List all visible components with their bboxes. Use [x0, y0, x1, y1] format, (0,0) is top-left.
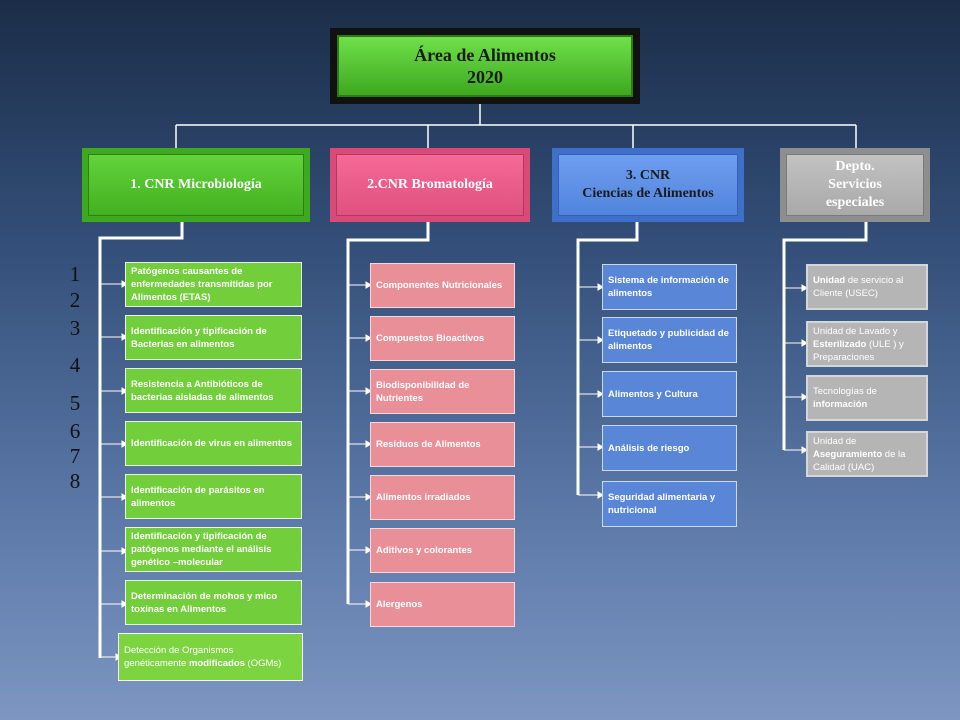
item-label: Compuestos Bioactivos: [376, 333, 485, 344]
item-label: Identificación y tipificación de Bacteri…: [131, 325, 267, 350]
head-label: Ciencias de Alimentos: [582, 186, 714, 201]
item-label-bold: información: [813, 399, 868, 410]
item-label: (OGMs): [244, 658, 282, 669]
root-title: Área de Alimentos: [414, 45, 556, 65]
item-label: Aditivos y colorantes: [376, 545, 473, 556]
list-item-servicios: Tecnologías de información: [806, 375, 928, 421]
row-number: 7: [69, 444, 81, 468]
item-label: Tecnologías de: [813, 386, 877, 397]
head-ciencias-alimentos: 3. CNR Ciencias de Alimentos: [552, 148, 744, 222]
head-microbiologia: 1. CNR Microbiología: [82, 148, 310, 222]
item-label: Seguridad alimentaria y nutricional: [608, 492, 716, 516]
root-year: 2020: [467, 67, 503, 87]
item-label: Alergenos: [376, 599, 423, 610]
item-label: Determinación de mohos y mico toxinas en…: [131, 590, 278, 615]
head-label: 1. CNR Microbiología: [130, 177, 262, 192]
list-item-microbiologia: Determinación de mohos y mico toxinas en…: [125, 580, 302, 625]
row-number: 2: [69, 288, 81, 312]
item-label: Biodisponibilidad de Nutrientes: [376, 379, 470, 404]
head-label: especiales: [825, 195, 885, 210]
head-label: 3. CNR: [625, 168, 671, 183]
list-item-microbiologia: Identificación de parásitos en alimentos: [125, 474, 302, 519]
list-item-servicios: Unidad de Lavado y Esterilizado (ULE ) y…: [806, 321, 928, 367]
list-item-ciencias: Análisis de riesgo: [602, 425, 737, 471]
root-node-area-alimentos: Área de Alimentos 2020: [330, 28, 640, 104]
list-item-bromatologia: Residuos de Alimentos: [370, 422, 515, 467]
item-label: Unidad de Lavado y: [813, 325, 898, 337]
item-label: Etiquetado y publicidad de alimentos: [608, 328, 729, 352]
head-label: Depto.: [835, 159, 875, 174]
head-servicios-especiales: Depto. Servicios especiales: [780, 148, 930, 222]
list-item-ciencias: Alimentos y Cultura: [602, 371, 737, 417]
list-item-microbiologia: Identificación y tipificación de patógen…: [125, 527, 302, 572]
item-label: Análisis de riesgo: [608, 442, 690, 454]
item-label: Componentes Nutricionales: [376, 280, 503, 291]
item-label: de la Calidad (UAC): [813, 448, 906, 473]
list-item-bromatologia: Alergenos: [370, 582, 515, 627]
head-bromatologia: 2.CNR Bromatología: [330, 148, 530, 222]
item-label: Identificación de virus en alimentos: [131, 438, 293, 449]
item-label: Residuos de Alimentos: [376, 439, 481, 450]
item-label-bold: Esterilizado: [813, 338, 867, 350]
item-label-bold: Unidad: [813, 275, 846, 286]
list-item-microbiologia: Identificación y tipificación de Bacteri…: [125, 315, 302, 360]
row-number: 3: [69, 316, 81, 340]
list-item-bromatologia: Alimentos irradiados: [370, 475, 515, 520]
row-number: 6: [69, 419, 81, 443]
list-item-bromatologia: Componentes Nutricionales: [370, 263, 515, 308]
list-item-microbiologia: Resistencia a Antibióticos de bacterias …: [125, 368, 302, 413]
list-item-ciencias: Sistema de información de alimentos: [602, 264, 737, 310]
row-number: 5: [69, 391, 81, 415]
item-label: Identificación y tipificación de patógen…: [131, 531, 272, 568]
list-item-ciencias: Etiquetado y publicidad de alimentos: [602, 317, 737, 363]
item-label: Alimentos y Cultura: [608, 388, 698, 400]
list-item-microbiologia: Detección de Organismos genéticamente mo…: [118, 633, 303, 681]
item-label: Resistencia a Antibióticos de bacterias …: [131, 378, 274, 403]
list-item-ciencias: Seguridad alimentaria y nutricional: [602, 481, 737, 527]
head-label: Servicios: [828, 177, 882, 192]
item-label: Unidad de: [813, 435, 857, 447]
item-label: Alimentos irradiados: [376, 492, 471, 503]
item-label: de servicio al Cliente (USEC): [813, 275, 904, 299]
list-item-servicios: Unidad de servicio al Cliente (USEC): [806, 264, 928, 310]
list-item-bromatologia: Aditivos y colorantes: [370, 528, 515, 573]
item-label: Patógenos causantes de enfermedades tran…: [131, 266, 273, 303]
row-number: 4: [69, 353, 81, 377]
list-item-microbiologia: Identificación de virus en alimentos: [125, 421, 302, 466]
item-label: (ULE ) y Preparaciones: [813, 338, 904, 363]
head-label: 2.CNR Bromatología: [367, 177, 493, 192]
item-label: Identificación de parásitos en alimentos: [131, 484, 265, 509]
row-number: 8: [69, 469, 81, 493]
item-label-bold: modificados: [188, 658, 245, 669]
list-item-bromatologia: Compuestos Bioactivos: [370, 316, 515, 361]
list-item-bromatologia: Biodisponibilidad de Nutrientes: [370, 369, 515, 414]
list-item-microbiologia: Patógenos causantes de enfermedades tran…: [125, 262, 302, 307]
item-label-bold: Aseguramiento: [813, 448, 883, 460]
list-item-servicios: Unidad de Aseguramiento de la Calidad (U…: [806, 431, 928, 477]
item-label: Sistema de información de alimentos: [608, 275, 729, 299]
row-number: 1: [69, 262, 81, 286]
item-label: Detección de Organismos genéticamente: [124, 645, 234, 669]
